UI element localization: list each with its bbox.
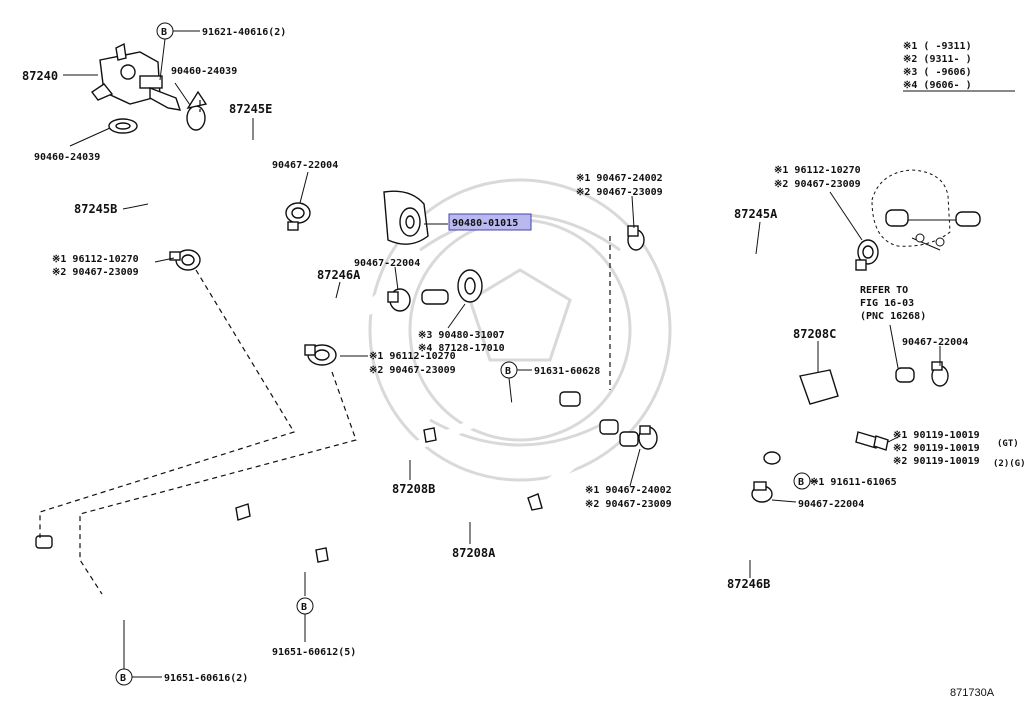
label-90467-23009-upper-2: ※2 90467-23009: [576, 187, 663, 198]
hose-87245b[interactable]: [105, 143, 189, 247]
dashed-routing: [39, 100, 611, 595]
label-90467-left-2: ※2 90467-23009: [52, 267, 139, 278]
clamp-96112-left[interactable]: [169, 249, 201, 271]
clamp-90467-22004-top[interactable]: [285, 202, 311, 231]
short-hose[interactable]: [324, 216, 384, 241]
label-96112-left-1: ※1 96112-10270: [52, 254, 139, 265]
plug-90480-01015[interactable]: [383, 190, 429, 245]
svg-text:B: B: [301, 602, 307, 613]
highlight-90480-01015[interactable]: [448, 213, 532, 231]
svg-text:91621-40616(2): 91621-40616(2): [202, 27, 286, 38]
label-90467-mid-2: ※2 90467-23009: [369, 365, 456, 376]
clamp-96112-right[interactable]: [855, 239, 879, 271]
pipe-87208a[interactable]: [95, 419, 639, 617]
clip-90460-right[interactable]: [186, 90, 208, 131]
label-87245b: 87245B: [74, 202, 117, 216]
clamp-96112-mid[interactable]: [304, 344, 337, 366]
svg-text:91631-60628: 91631-60628: [534, 366, 600, 377]
label-90119-1: ※1 90119-10019: [893, 430, 980, 441]
label-87245a: 87245A: [734, 207, 778, 221]
label-90467-22004-mid: 90467-22004: [354, 258, 420, 269]
refer-note[interactable]: REFER TO FIG 16-03 (PNC 16268): [860, 285, 926, 322]
label-87240: 87240: [22, 69, 58, 83]
svg-text:B: B: [161, 27, 167, 38]
label-90119-2: ※2 90119-10019: [893, 443, 980, 454]
callout-b-91611[interactable]: B ※1 91611-61065: [793, 472, 897, 490]
pipe-joint[interactable]: [421, 289, 449, 305]
label-90460-left: 90460-24039: [34, 152, 100, 163]
engine-water-outlet: [871, 169, 981, 251]
label-90119-3: ※2 90119-10019: [893, 456, 980, 467]
svg-text:FIG 16-03: FIG 16-03: [860, 298, 914, 309]
clip-90460-left[interactable]: [108, 118, 138, 134]
hose-87245e[interactable]: [209, 123, 297, 209]
label-87208a: 87208A: [452, 546, 496, 560]
pipe-87208b[interactable]: [35, 391, 585, 565]
label-90467-24002-lower-1: ※1 90467-24002: [585, 485, 672, 496]
label-90467-22004-right: 90467-22004: [902, 337, 968, 348]
label-90460-right: 90460-24039: [171, 66, 237, 77]
svg-text:B: B: [798, 477, 804, 488]
svg-text:REFER TO: REFER TO: [860, 285, 908, 296]
legend-row-2: ※2 (9311- ): [903, 54, 972, 65]
label-90480-31007: ※3 90480-31007: [418, 330, 505, 341]
svg-text:※1 91611-61065: ※1 91611-61065: [810, 477, 897, 488]
bolt-90119[interactable]: [855, 431, 889, 451]
callout-b-91651-60612[interactable]: B 91651-60612(5): [272, 572, 356, 658]
pipe-87208c[interactable]: [763, 369, 1009, 465]
svg-text:91651-60616(2): 91651-60616(2): [164, 673, 248, 684]
label-96112-mid-1: ※1 96112-10270: [369, 351, 456, 362]
label-90119-3-suffix: (2)(G): [993, 459, 1024, 469]
hose-87246b[interactable]: [661, 433, 765, 559]
hose-87246a[interactable]: [293, 284, 387, 337]
clamp-90467-22004-right[interactable]: [895, 361, 949, 387]
clamp-90467-24002-lower[interactable]: [638, 425, 658, 450]
figure-code: 871730A: [950, 687, 995, 699]
label-90467-22004-top: 90467-22004: [272, 160, 338, 171]
clamp-90467-22004-bottom[interactable]: [751, 481, 773, 503]
clamp-90467-24002-upper[interactable]: [627, 225, 645, 251]
legend-row-4: ※4 (9606- ): [903, 80, 972, 91]
callout-b-91651-60616[interactable]: B 91651-60616(2): [115, 620, 248, 686]
hose-87245a[interactable]: [653, 237, 859, 311]
label-96112-right-1: ※1 96112-10270: [774, 165, 861, 176]
legend-row-1: ※1 ( -9311): [903, 41, 972, 52]
heater-valve-87240[interactable]: [90, 42, 182, 111]
legend-block: ※1 ( -9311) ※2 (9311- ) ※3 ( -9606) ※4 (…: [903, 41, 1015, 92]
clamp-90467-22004-mid[interactable]: [387, 288, 411, 312]
svg-text:91651-60612(5): 91651-60612(5): [272, 647, 356, 658]
svg-text:B: B: [120, 673, 126, 684]
label-87246b: 87246B: [727, 577, 770, 591]
callout-b-91631[interactable]: B 91631-60628: [500, 361, 600, 406]
label-90119-2-suffix: (GT): [997, 439, 1019, 449]
label-87208b: 87208B: [392, 482, 435, 496]
svg-text:B: B: [505, 366, 511, 377]
grommet-90480-31007[interactable]: [457, 269, 483, 303]
label-90467-right-2: ※2 90467-23009: [774, 179, 861, 190]
label-87246a: 87246A: [317, 268, 361, 282]
label-87245e: 87245E: [229, 102, 272, 116]
label-90467-22004-bottom: 90467-22004: [798, 499, 864, 510]
label-87128-17010: ※4 87128-17010: [418, 343, 505, 354]
label-90467-24002-upper-1: ※1 90467-24002: [576, 173, 663, 184]
callout-b-91621[interactable]: B 91621-40616(2): [156, 22, 286, 81]
label-90480-01015: 90480-01015: [452, 218, 518, 229]
label-90467-23009-lower-2: ※2 90467-23009: [585, 499, 672, 510]
svg-text:(PNC 16268): (PNC 16268): [860, 311, 926, 322]
legend-row-3: ※3 ( -9606): [903, 67, 972, 78]
label-87208c: 87208C: [793, 327, 836, 341]
